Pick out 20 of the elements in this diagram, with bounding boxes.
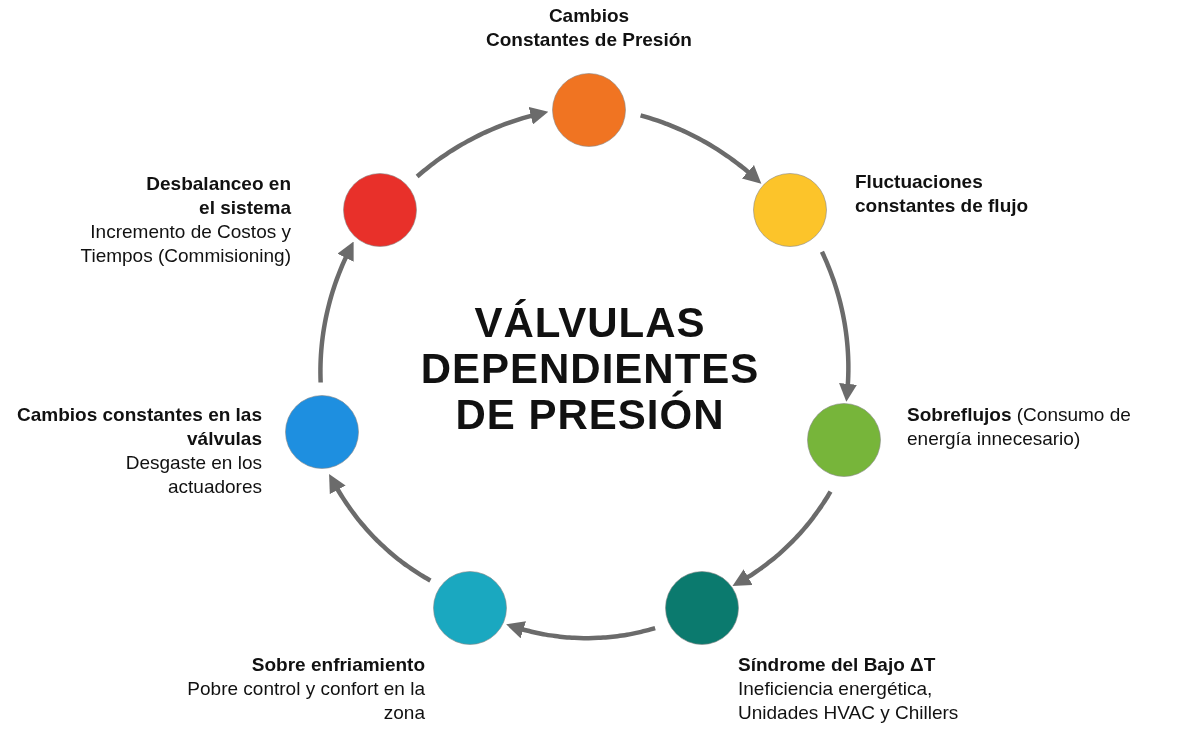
description: Pobre control y confort en la zona xyxy=(186,677,425,725)
heading: Sobre enfriamiento xyxy=(250,653,425,677)
arrow xyxy=(329,474,433,583)
heading: Síndrome del Bajo ΔT xyxy=(738,653,937,677)
arrow xyxy=(639,113,762,184)
description: Sobreflujos (Consumo de energía innecesario) xyxy=(907,403,1132,451)
arrow xyxy=(819,250,857,402)
arrow xyxy=(506,621,657,641)
arrow xyxy=(732,489,833,587)
heading: Desbalanceo en el sistema xyxy=(145,172,291,220)
description: Ineficiencia energética, Unidades HVAC y Chillers xyxy=(738,677,960,725)
heading: Cambios constantes en las válvulas xyxy=(16,403,262,451)
description: Incremento de Costos y Tiempos (Commisioning) xyxy=(79,220,291,268)
heading: Constantes de Presión xyxy=(485,28,693,52)
arrow xyxy=(415,107,549,179)
heading: Cambios xyxy=(547,4,631,28)
title: VÁLVULAS DEPENDIENTES DE PRESIÓN xyxy=(419,300,761,438)
heading: Fluctuaciones constantes de flujo xyxy=(855,170,1030,218)
arrow xyxy=(318,241,354,384)
description: Desgaste en los actuadores xyxy=(124,451,262,499)
